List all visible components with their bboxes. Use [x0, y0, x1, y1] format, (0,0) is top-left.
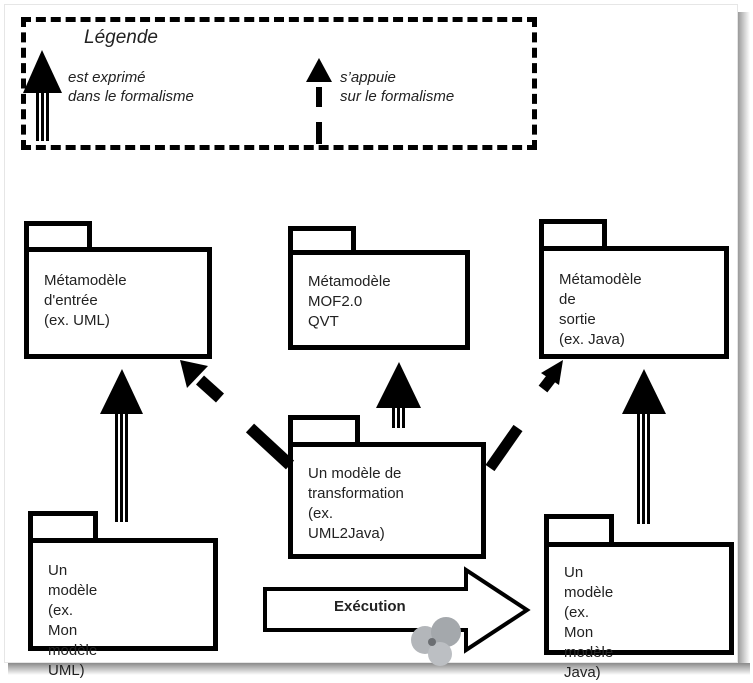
- label-line: (ex. UML2Java): [308, 505, 385, 542]
- expressed-arrow-transformation: [376, 362, 421, 428]
- legend-solid-arrow-icon: [23, 50, 62, 141]
- legend-title: Légende: [84, 27, 158, 48]
- label-line: Java): [564, 664, 601, 681]
- label-line: Métamodèle: [44, 272, 127, 289]
- legend-item-expressed-line1: est exprimé: [68, 69, 146, 86]
- label-line: (ex. Mon modèle: [564, 604, 614, 661]
- label-line: (ex. UML): [44, 312, 110, 329]
- package-body: [24, 247, 212, 359]
- expressed-arrow-output-model: [622, 369, 666, 524]
- label-line: Un modèle: [48, 562, 98, 599]
- relies-arrow-input-metamodel: [180, 360, 295, 470]
- package-tab: [288, 415, 360, 447]
- legend-item-relies-line2: sur le formalisme: [340, 88, 455, 105]
- package-tab: [544, 514, 614, 546]
- label-line: Métamodèle: [308, 273, 391, 290]
- package-body: [544, 542, 734, 655]
- label-line: Un modèle de: [308, 465, 402, 482]
- expressed-arrow-input-model: [100, 369, 143, 522]
- label-line: (ex. Mon modèle: [48, 602, 98, 659]
- package-tab: [24, 221, 92, 251]
- legend-dashed-arrow-icon: [306, 58, 332, 144]
- label-line: (ex. Java): [559, 331, 625, 348]
- execution-arrow: [263, 566, 531, 654]
- package-body: [539, 246, 729, 359]
- frame-shadow-bottom: [8, 663, 750, 675]
- label-line: MOF2.0 QVT: [308, 293, 363, 330]
- legend-box: [21, 17, 537, 150]
- label-line: Métamodèle de: [559, 271, 642, 308]
- label-line: d'entrée: [44, 292, 98, 309]
- legend-item-expressed: est exprimé dans le formalisme: [68, 68, 194, 106]
- label-line: UML): [48, 662, 85, 679]
- label-line: Un modèle: [564, 564, 614, 601]
- execution-label: Exécution: [334, 598, 406, 615]
- label-line: transformation: [308, 485, 404, 502]
- package-body: [288, 442, 486, 559]
- package-tab: [288, 226, 356, 254]
- package-tab: [28, 511, 98, 543]
- legend-item-relies-line1: s’appuie: [340, 69, 396, 86]
- package-body: [28, 538, 218, 651]
- package-label: Un modèle de transformation (ex. UML2Java): [308, 464, 404, 544]
- package-tab: [539, 219, 607, 251]
- package-label: Métamodèle de sortie (ex. Java): [559, 270, 642, 350]
- package-body: [288, 250, 470, 350]
- relies-arrow-output-metamodel: [485, 360, 563, 472]
- legend-item-relies: s’appuie sur le formalisme: [340, 68, 454, 106]
- gears-icon: [411, 617, 461, 666]
- frame-shadow-right: [738, 12, 750, 672]
- label-line: sortie: [559, 311, 596, 328]
- legend-item-expressed-line2: dans le formalisme: [68, 88, 194, 105]
- package-label: Métamodèle d'entrée (ex. UML): [44, 271, 127, 331]
